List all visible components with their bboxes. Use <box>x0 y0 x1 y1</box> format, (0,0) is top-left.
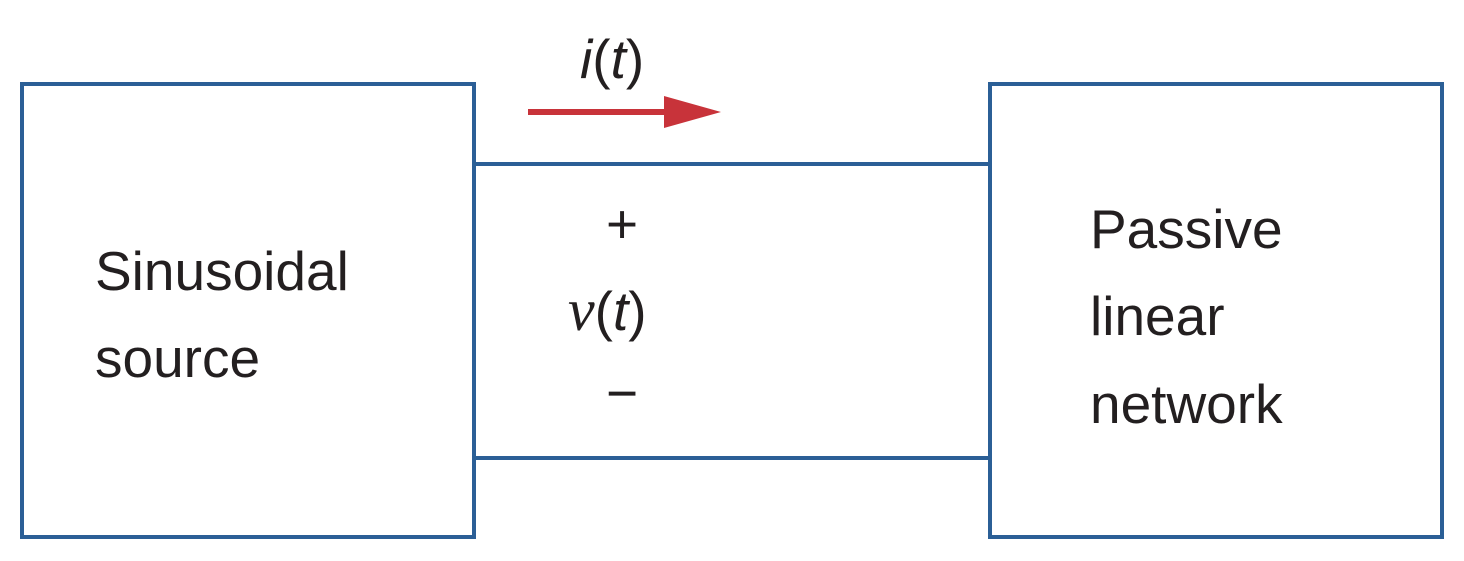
current-open-paren: ( <box>592 28 610 90</box>
voltage-close-paren: ) <box>628 280 646 342</box>
source-label-line1: Sinusoidal <box>95 240 349 302</box>
source-block <box>20 82 476 539</box>
voltage-open-paren: ( <box>595 280 613 342</box>
current-arg: t <box>611 28 629 90</box>
current-label: i(t) <box>580 28 644 90</box>
network-label-line3: network <box>1090 373 1283 435</box>
current-arrow-head <box>664 96 721 128</box>
network-label-line2: linear <box>1090 285 1225 347</box>
network-block <box>988 82 1444 539</box>
source-label-line2: source <box>95 327 260 389</box>
current-var: i <box>580 28 594 90</box>
voltage-minus: − <box>606 362 638 424</box>
voltage-plus: + <box>606 193 638 255</box>
voltage-var: v <box>568 277 595 343</box>
voltage-label: v(t) <box>568 277 647 343</box>
network-label-line1: Passive <box>1090 198 1283 260</box>
voltage-arg: t <box>613 280 631 342</box>
current-close-paren: ) <box>626 28 644 90</box>
